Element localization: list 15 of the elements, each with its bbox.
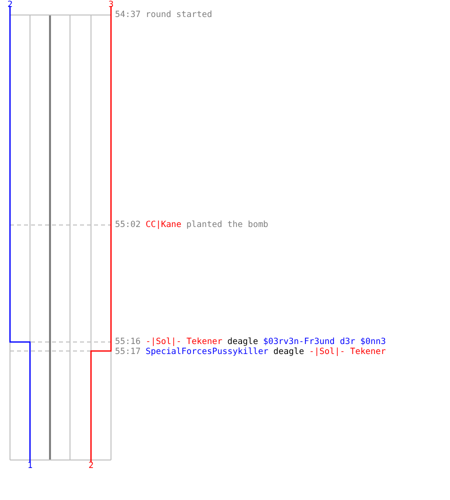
player-name: CC|Kane: [146, 220, 182, 230]
event-text: planted the bomb: [186, 220, 268, 230]
weapon-name: deagle: [273, 347, 304, 357]
player-name: SpecialForcesPussykiller: [146, 347, 268, 357]
timestamp: 55:16: [115, 337, 141, 347]
player-name: -|Sol|- Tekener: [146, 337, 222, 347]
weapon-name: deagle: [227, 337, 258, 347]
player-name: -|Sol|- Tekener: [309, 347, 386, 357]
count-number: 2: [88, 461, 94, 471]
timestamp: 55:02: [115, 220, 141, 230]
event-text: round started: [146, 10, 212, 20]
timestamp: 55:17: [115, 347, 141, 357]
timestamp: 54:37: [115, 10, 141, 20]
player-name: $03rv3n-Fr3und d3r $0nn3: [263, 337, 386, 347]
count-number: 1: [28, 461, 33, 471]
